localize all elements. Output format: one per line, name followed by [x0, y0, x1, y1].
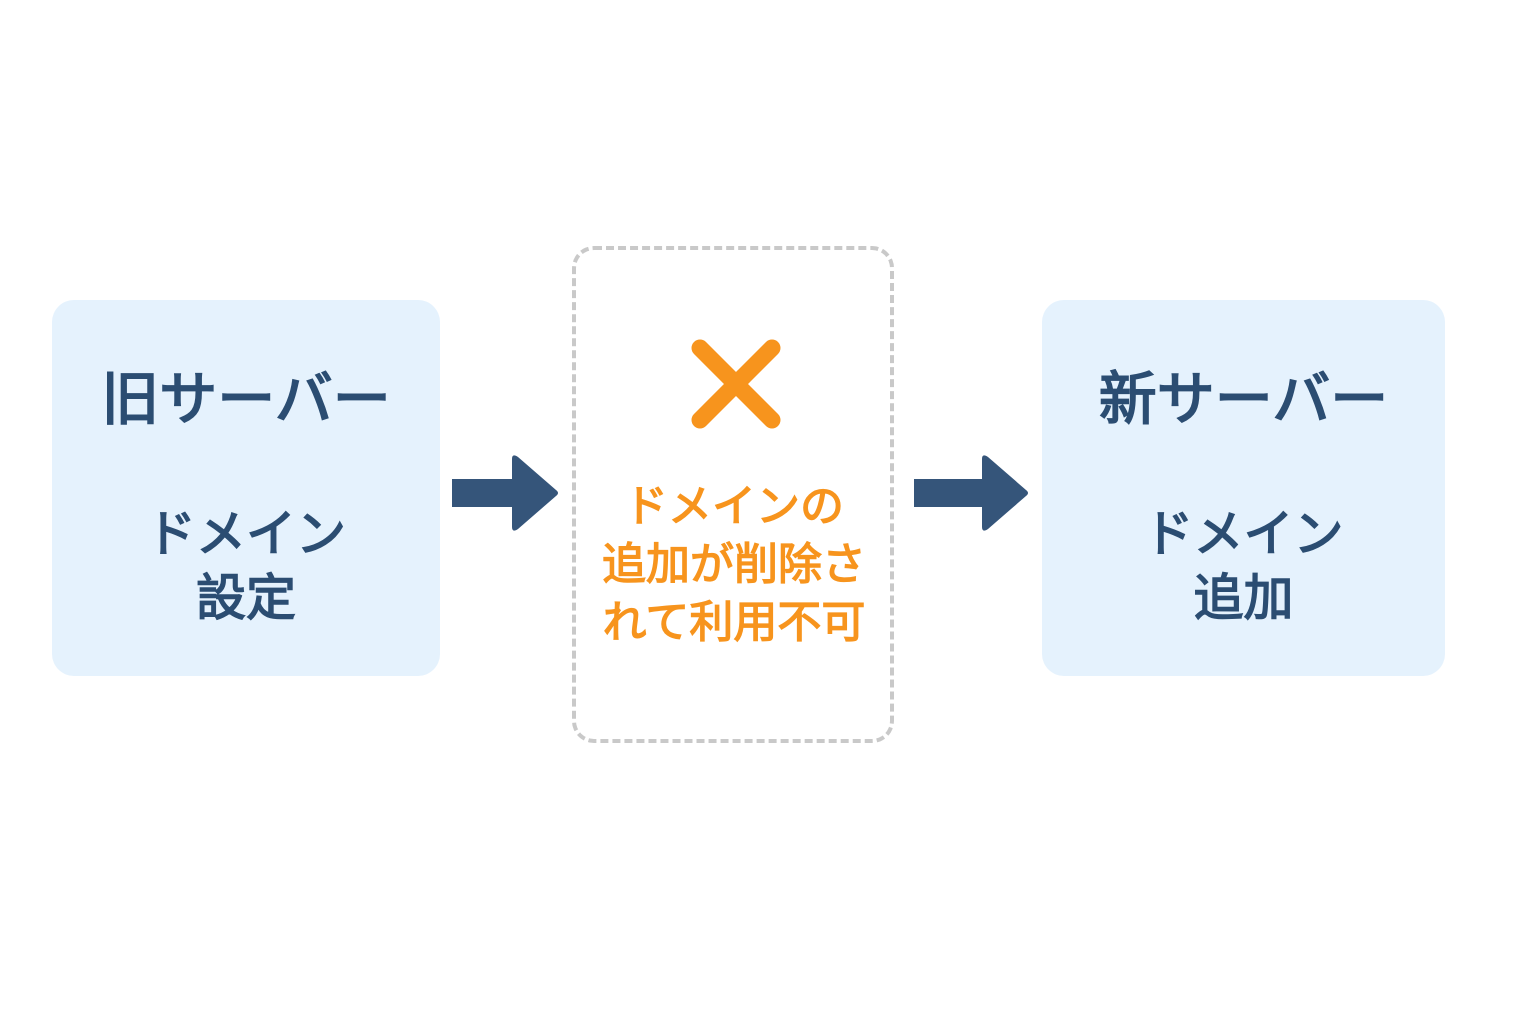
unavailable-box [572, 246, 894, 743]
new-server-box: 新サーバー ドメイン 追加 [1042, 300, 1445, 676]
old-server-line-1: ドメイン [146, 505, 346, 563]
unavailable-line-2: 追加が削除さ [602, 539, 866, 590]
new-server-line-2: 追加 [1193, 569, 1294, 627]
unavailable-line-3: れて利用不可 [602, 597, 866, 648]
unavailable-message: ドメインの 追加が削除さ れて利用不可 [584, 478, 884, 652]
new-server-description: ドメイン 追加 [1042, 502, 1445, 630]
old-server-line-2: 設定 [196, 569, 296, 627]
new-server-title: 新サーバー [1098, 365, 1389, 433]
right-arrow-icon [452, 455, 558, 531]
old-server-description: ドメイン 設定 [52, 502, 440, 630]
right-arrow-icon [914, 455, 1028, 531]
unavailable-line-1: ドメインの [624, 481, 844, 532]
old-server-title: 旧サーバー [101, 365, 391, 433]
old-server-box: 旧サーバー ドメイン 設定 [52, 300, 440, 676]
new-server-line-1: ドメイン [1143, 505, 1344, 563]
cross-icon [691, 339, 781, 429]
